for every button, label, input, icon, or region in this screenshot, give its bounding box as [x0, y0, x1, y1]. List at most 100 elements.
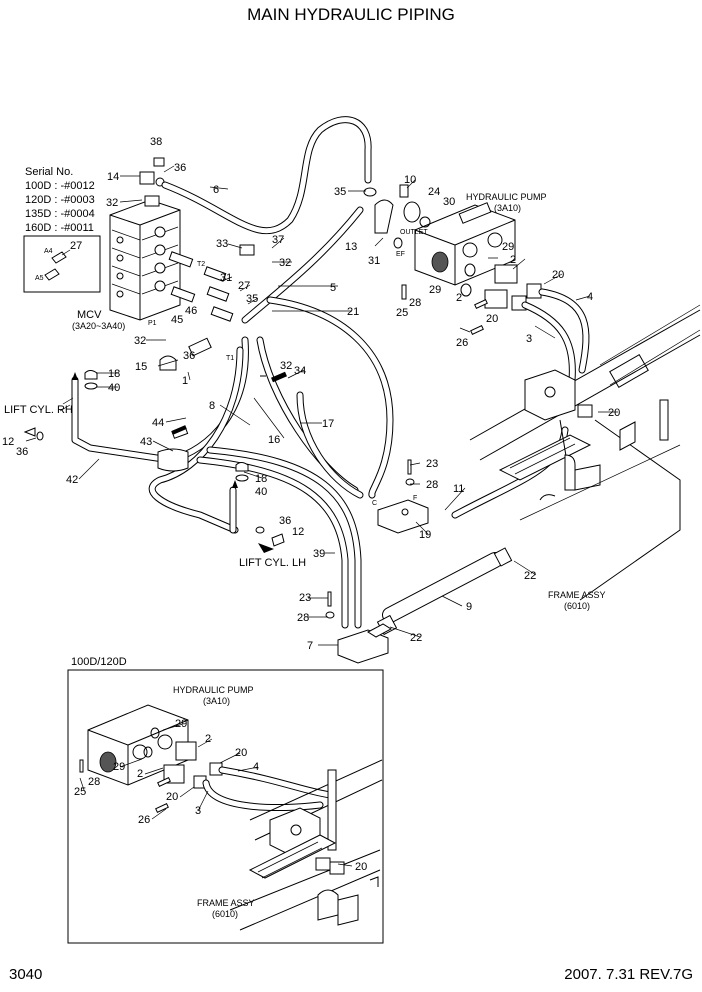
serial-number-block: Serial No. 100D : -#0012 120D : -#0003 1…	[23, 166, 101, 293]
callout: 36	[279, 515, 291, 527]
sub-frame-ref: (6010)	[212, 909, 238, 919]
serial-heading: Serial No.	[25, 166, 73, 178]
mcv-label: MCV	[77, 309, 102, 321]
page-title: MAIN HYDRAULIC PIPING	[247, 5, 455, 24]
callout: 45	[171, 314, 183, 326]
callout: 22	[524, 570, 536, 582]
callout: 12	[2, 436, 14, 448]
callout: 7	[307, 640, 313, 652]
fitting-icon	[44, 249, 71, 281]
callout: 4	[253, 761, 259, 773]
callout: 29	[502, 241, 514, 253]
callout: 29	[429, 284, 441, 296]
callout: 20	[166, 791, 178, 803]
callout: 5	[330, 282, 336, 294]
callout: 46	[185, 305, 197, 317]
callout: 23	[299, 592, 311, 604]
callout: 28	[297, 612, 309, 624]
callout: 3	[526, 333, 532, 345]
leader-lines	[25, 165, 618, 646]
port-t1: T1	[226, 355, 234, 362]
mcv-valve-block: MCV (3A20~3A40) T2 P1 T1	[72, 199, 234, 362]
callout: 28	[409, 297, 421, 309]
callout: 32	[106, 197, 118, 209]
page-number: 3040	[9, 966, 42, 983]
callout: 28	[426, 479, 438, 491]
callout: 31	[368, 255, 380, 267]
port-c: C	[372, 500, 377, 507]
callout: 20	[355, 861, 367, 873]
callout: 32	[279, 257, 291, 269]
callout: 10	[404, 174, 416, 186]
lift-cyl-lh-label: LIFT CYL. LH	[239, 557, 306, 569]
callout: 32	[280, 360, 292, 372]
inset-label-a4: A4	[44, 248, 53, 255]
sub-caption: 100D/120D	[71, 656, 127, 668]
callout: 34	[294, 365, 306, 377]
callout: 29	[175, 718, 187, 730]
sub-callouts: 29 2 20 4 29 25 28 2 20 26 3 20	[74, 718, 367, 873]
callout: 13	[345, 241, 357, 253]
callout: 27	[238, 280, 250, 292]
callout: 31	[220, 272, 232, 284]
arrow-right-icon	[258, 543, 274, 553]
callout: 40	[255, 486, 267, 498]
callout: 2	[205, 733, 211, 745]
serial-row-1: 100D : -#0012	[25, 180, 95, 192]
callout: 18	[108, 368, 120, 380]
callout: 32	[134, 335, 146, 347]
arrow-up-icon	[232, 480, 238, 488]
callout: 14	[107, 171, 119, 183]
callout: 25	[396, 307, 408, 319]
pump-outlet: OUTLET	[400, 229, 428, 236]
pipe-9	[376, 547, 513, 636]
inset-box	[23, 235, 101, 293]
revision-date: 2007. 7.31 REV.7G	[564, 966, 693, 983]
callout: 33	[216, 238, 228, 250]
lift-cyl-rh-label: LIFT CYL. RH	[4, 404, 73, 416]
callout: 26	[138, 814, 150, 826]
callout: 39	[313, 548, 325, 560]
sub-pump-label: HYDRAULIC PUMP	[173, 685, 254, 695]
arrow-up-icon	[72, 372, 78, 380]
callout: 1	[182, 375, 188, 387]
callout: 25	[74, 786, 86, 798]
callout: 36	[16, 446, 28, 458]
mcv-fittings	[139, 157, 255, 371]
port-f: F	[413, 495, 417, 502]
lift-cyl-markers	[23, 370, 287, 553]
pump-ef: EF	[396, 251, 405, 258]
callout: 24	[428, 186, 440, 198]
serial-row-4: 160D : -#0011	[25, 222, 94, 234]
port-t2: T2	[197, 261, 205, 268]
pump-label: HYDRAULIC PUMP	[466, 192, 547, 202]
sub-diagram-frame	[67, 669, 384, 944]
mcv-ref: (3A20~3A40)	[72, 321, 125, 331]
frame-ref: (6010)	[564, 601, 590, 611]
callout: 20	[235, 747, 247, 759]
callout: 42	[66, 474, 78, 486]
port-p1: P1	[148, 320, 157, 327]
sub-frame-assy: FRAME ASSY (6010)	[197, 759, 383, 931]
callout: 12	[292, 526, 304, 538]
callout: 11	[453, 483, 464, 495]
hose-clamp	[157, 427, 189, 472]
callout: 2	[137, 768, 143, 780]
callout: 20	[552, 269, 564, 281]
callout: 36	[174, 162, 186, 174]
inset-label-a5: A5	[35, 275, 44, 282]
callout: 44	[152, 417, 164, 429]
sub-pump-ref: (3A10)	[203, 696, 230, 706]
callout: 4	[587, 291, 593, 303]
callout: 26	[456, 337, 468, 349]
sub-hydraulic-pump: HYDRAULIC PUMP (3A10)	[79, 685, 334, 814]
inset-callout-27: 27	[70, 240, 82, 252]
callout: 22	[410, 632, 422, 644]
callout: 35	[246, 293, 258, 305]
callout: 20	[486, 313, 498, 325]
callout: 28	[88, 776, 100, 788]
callout: 2	[510, 254, 516, 266]
valve-block-19: C F	[372, 459, 429, 534]
